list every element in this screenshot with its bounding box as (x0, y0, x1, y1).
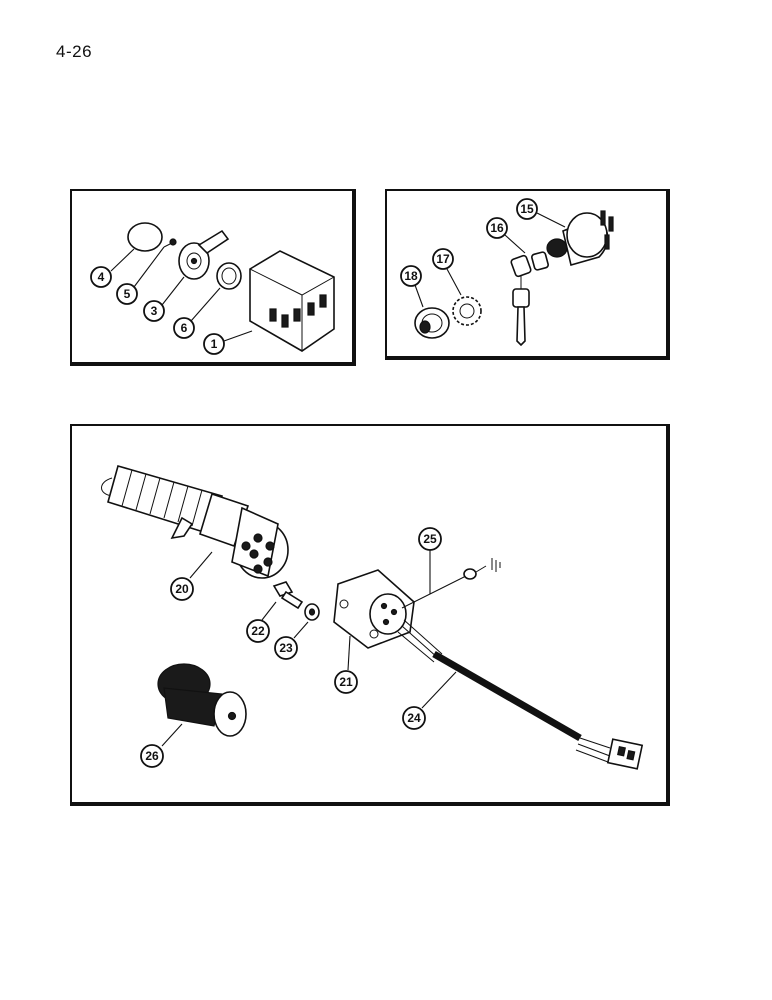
part-flasher-unit (249, 250, 335, 352)
callout-5-label: 5 (124, 287, 131, 301)
callout-17-label: 17 (436, 252, 450, 266)
callout-1: 1 (203, 330, 253, 355)
callout-20: 20 (170, 551, 213, 601)
callout-15-label: 15 (520, 202, 534, 216)
part-jam-nut (414, 307, 450, 339)
part-dust-cap (157, 663, 247, 737)
part-wiring-harness (397, 619, 644, 770)
callout-23-label: 23 (279, 641, 293, 655)
panel-trailer-connector: 20 22 23 21 25 24 26 (70, 424, 670, 806)
flasher-switch-diagram: 4 5 3 6 1 (90, 222, 335, 355)
part-keys (510, 251, 549, 347)
callout-6: 6 (173, 287, 221, 339)
part-screw (163, 238, 177, 248)
page-number: 4-26 (56, 42, 93, 61)
trailer-connector-diagram: 20 22 23 21 25 24 26 (101, 465, 644, 770)
part-ground-terminal (401, 558, 501, 609)
callout-17: 17 (432, 248, 462, 296)
callout-4-label: 4 (98, 270, 105, 284)
callout-18: 18 (400, 265, 424, 308)
callout-24-label: 24 (407, 711, 421, 725)
callout-25-label: 25 (423, 532, 437, 546)
panel-flasher-switch: 4 5 3 6 1 (70, 189, 356, 366)
callout-22: 22 (246, 601, 277, 643)
callout-26: 26 (140, 723, 183, 768)
callout-3-label: 3 (151, 304, 158, 318)
part-lock-washer (452, 296, 482, 326)
key-switch-diagram: 15 16 17 18 (400, 198, 614, 347)
part-trailer-plug (101, 465, 289, 579)
callout-16: 16 (486, 217, 526, 254)
callout-4: 4 (90, 248, 135, 288)
panel-key-switch: 15 16 17 18 (385, 189, 670, 360)
callout-16-label: 16 (490, 221, 504, 235)
callout-21-label: 21 (339, 675, 353, 689)
callout-18-label: 18 (404, 269, 418, 283)
callout-20-label: 20 (175, 582, 189, 596)
part-lens (127, 222, 163, 252)
part-trailer-socket (333, 569, 415, 649)
callout-15: 15 (516, 198, 566, 228)
part-switch-knob (178, 229, 230, 280)
callout-3: 3 (143, 276, 185, 322)
callout-26-label: 26 (145, 749, 159, 763)
callout-5: 5 (116, 246, 165, 305)
callout-23: 23 (274, 621, 309, 660)
callout-24: 24 (402, 671, 457, 730)
part-washer (304, 603, 320, 621)
part-bolt (272, 581, 304, 610)
callout-21: 21 (334, 635, 358, 694)
part-ignition-switch (546, 210, 614, 266)
callout-22-label: 22 (251, 624, 265, 638)
callout-1-label: 1 (211, 337, 218, 351)
callout-6-label: 6 (181, 321, 188, 335)
callout-25: 25 (418, 527, 442, 594)
part-nut (216, 262, 242, 290)
